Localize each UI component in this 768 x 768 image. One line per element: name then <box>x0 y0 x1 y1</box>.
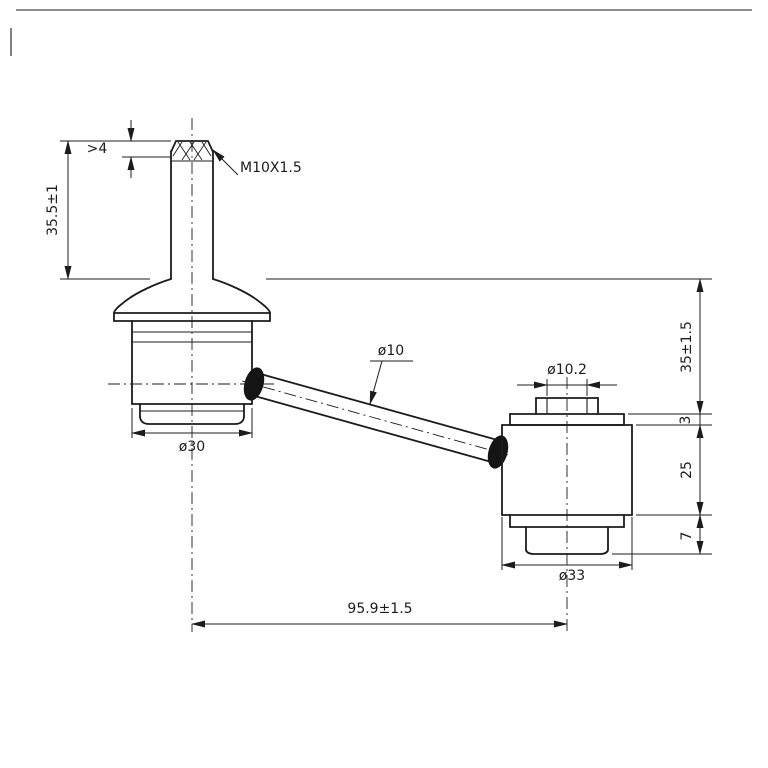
bushing-outer-dimension: ø33 <box>501 517 633 584</box>
ball-joint-housing <box>113 278 271 425</box>
rod-diameter-label: ø10 <box>378 343 404 359</box>
ball-housing-diameter-label: ø30 <box>179 439 205 455</box>
bushing-bore-diameter-label: ø10.2 <box>547 362 587 378</box>
thread-hatch <box>172 141 212 161</box>
connecting-rod <box>243 367 509 469</box>
centerlines <box>108 118 568 632</box>
link-height-label: 35±1.5 <box>679 321 695 373</box>
threaded-stud <box>170 140 214 280</box>
thread-callout: M10X1.5 <box>212 149 302 176</box>
sleeve-protrusion-label: 7 <box>679 532 695 541</box>
dimensions-left: >4 35.5±1 ø30 <box>45 120 253 455</box>
rod-weld-right <box>487 435 509 469</box>
bushing-outer-diameter-label: ø33 <box>559 568 585 584</box>
sheet-border <box>10 9 752 56</box>
thread-spec-label: M10X1.5 <box>240 160 302 176</box>
dimension-bottom: 95.9±1.5 <box>191 601 568 628</box>
rod-weld-left <box>243 367 265 401</box>
bushing-body-height-label: 25 <box>679 461 695 479</box>
bushing-bore-dimension: ø10.2 <box>517 362 617 396</box>
stud-length-label: 35.5±1 <box>45 184 61 236</box>
dimensions-right: 35±1.5 3 25 7 <box>266 278 712 555</box>
center-to-center-label: 95.9±1.5 <box>347 601 412 617</box>
bushing-assembly <box>501 397 633 555</box>
thread-lead-label: >4 <box>87 141 108 157</box>
flange-thickness-label: 3 <box>678 416 694 425</box>
rod-centerline <box>241 380 509 456</box>
rod-diameter-callout: ø10 <box>369 343 413 405</box>
